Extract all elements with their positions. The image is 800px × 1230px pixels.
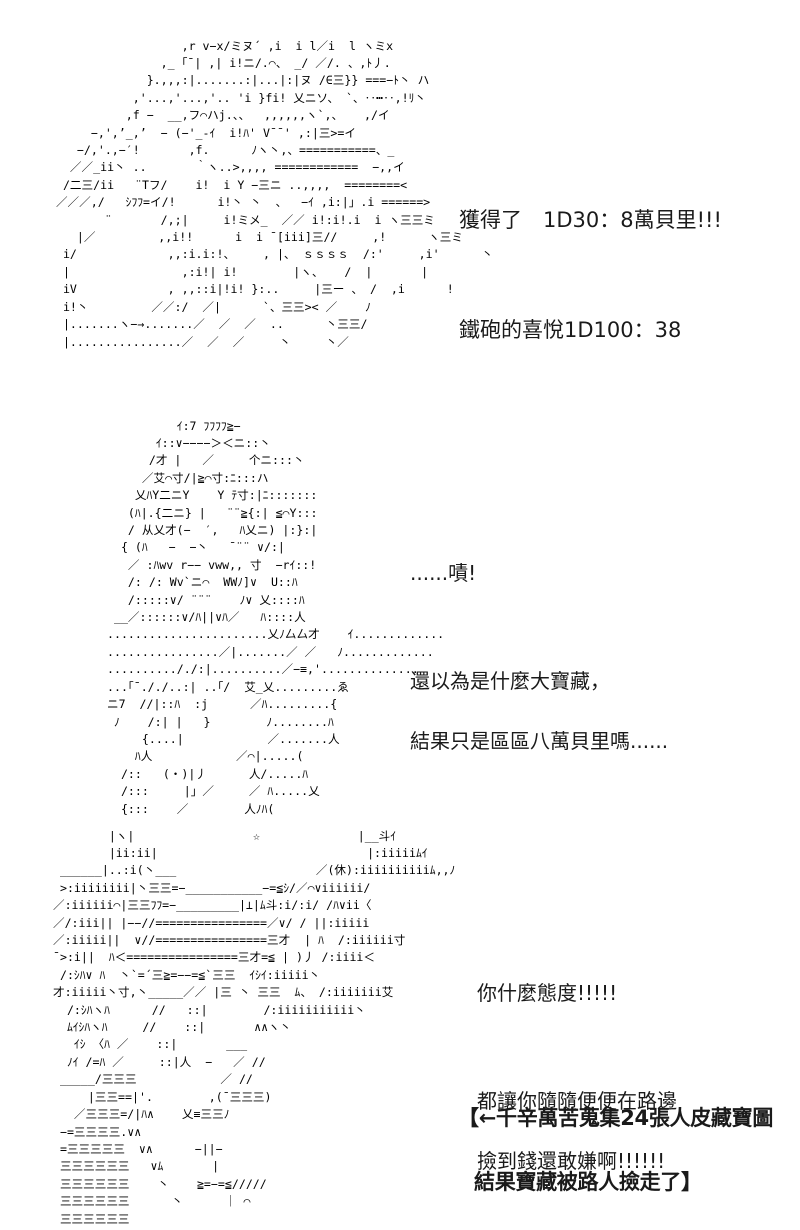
- aa-character-angry-swordsman: |ヽ| ☆ |__斗ｲ |ii:ii| |:iiiiiﾑｲ ______|..:…: [52, 828, 456, 1226]
- speech-line: 獲得了 1D30：8萬貝里!!!: [459, 208, 722, 232]
- speech-line: ......嘖!: [410, 561, 477, 585]
- speech-bubble-panel-1: 獲得了 1D30：8萬貝里!!! 鐵砲的喜悅1D100：38: [459, 138, 722, 413]
- caption-line: 【←千辛萬苦蒐集24張人皮藏寶圖: [458, 1106, 774, 1130]
- speech-line: 結果只是區區八萬貝里嗎......: [410, 729, 669, 753]
- caption-line: 結果寶藏被路人撿走了】: [474, 1170, 702, 1194]
- speech-spacer: [477, 1038, 677, 1056]
- speech-line: 你什麼態度!!!!!: [477, 981, 618, 1005]
- speech-bubble-panel-2: ......嘖! 還以為是什麼大寶藏， 結果只是區區八萬貝里嗎......: [410, 528, 668, 786]
- speech-line: 還以為是什麼大寶藏，: [410, 669, 610, 693]
- speech-bubble-panel-3: 你什麼態度!!!!! 都讓你隨隨便便在路邊 撿到錢還敢嫌啊!!!!!!: [477, 948, 677, 1206]
- aa-character-disappointed-girl: ｲ:7 ﾌﾌﾌﾌ≧− ｲ::∨−−−−＞＜ニ::丶 /才 | ／ 个ニ:::丶 …: [106, 418, 445, 816]
- aa-character-excited-man: ,r v−x/ミヌ´ ,i i l／i l ヽミx ,_ ｢¯| ,| i!ニ/…: [55, 38, 494, 349]
- speech-line: 鐵砲的喜悅1D100：38: [459, 318, 682, 342]
- aa-story-page: ,r v−x/ミヌ´ ,i i l／i l ヽミx ,_ ｢¯| ,| i!ニ/…: [52, 38, 774, 1226]
- speech-line: 撿到錢還敢嫌啊!!!!!!: [477, 1149, 666, 1173]
- speech-spacer: [410, 618, 668, 636]
- speech-line: 都讓你隨隨便便在路邊: [477, 1089, 677, 1113]
- caption-panel-3: 【←千辛萬苦蒐集24張人皮藏寶圖 結果寶藏被路人撿走了】: [458, 1070, 773, 1230]
